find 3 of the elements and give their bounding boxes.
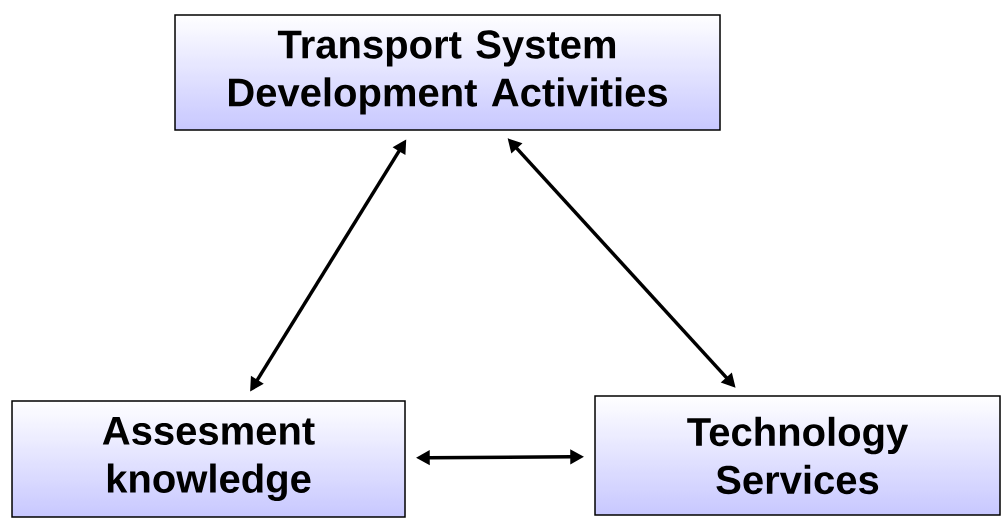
process-box: Assesment knowledge	[11, 400, 406, 518]
process-box: Technology Services	[594, 395, 1001, 516]
process-box: Transport System Development Activities	[174, 14, 721, 131]
